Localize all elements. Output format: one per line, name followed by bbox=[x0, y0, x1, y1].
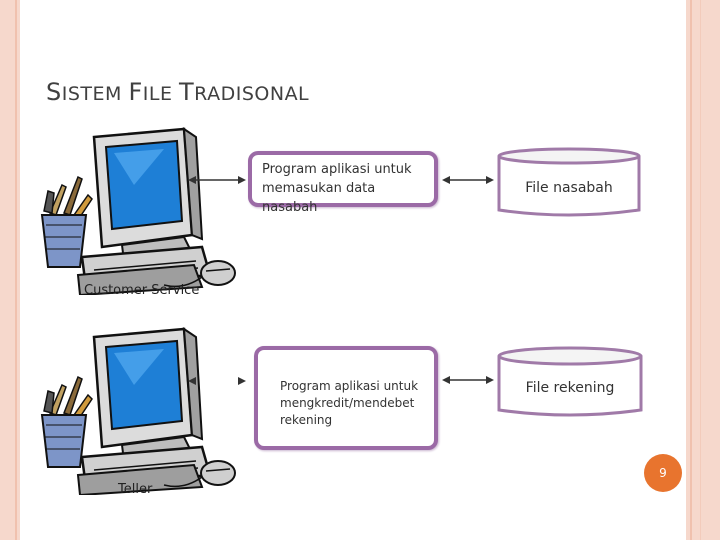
program-line: memasukan data nasabah bbox=[262, 181, 376, 215]
program-line: Program aplikasi untuk bbox=[280, 379, 419, 393]
program-line: mengkredit/mendebet bbox=[280, 396, 415, 410]
file-label: File rekening bbox=[525, 380, 615, 396]
file-nasabah-cylinder: File nasabah bbox=[496, 146, 642, 220]
file-rekening-cylinder: File rekening bbox=[496, 344, 644, 420]
page-number-badge: 9 bbox=[644, 454, 682, 492]
program-box-input-customer: Program aplikasi untuk memasukan data na… bbox=[248, 151, 438, 215]
double-arrow-icon bbox=[442, 376, 494, 384]
pen-cup-icon bbox=[40, 175, 93, 268]
mouse-icon bbox=[163, 460, 236, 488]
double-arrow-icon bbox=[188, 176, 246, 184]
title-word-2: FILE bbox=[128, 78, 179, 106]
customer-service-label: Customer Service bbox=[84, 283, 200, 298]
pen-cup-icon bbox=[40, 375, 93, 468]
database-icon bbox=[497, 346, 643, 417]
teller-label: Teller bbox=[118, 482, 153, 497]
slide-border-right bbox=[686, 0, 720, 540]
customer-service-computer-icon bbox=[40, 127, 236, 295]
teller-computer-icon bbox=[40, 327, 236, 495]
slide-border-left bbox=[0, 0, 20, 540]
file-label: File nasabah bbox=[525, 180, 613, 196]
double-arrow-icon bbox=[188, 377, 246, 385]
program-line: Program aplikasi untuk bbox=[262, 162, 412, 177]
slide-title: SISTEM FILE TRADISONAL bbox=[46, 78, 309, 106]
title-word-3: TRADISONAL bbox=[179, 78, 310, 106]
program-line: rekening bbox=[280, 413, 333, 427]
database-icon bbox=[497, 147, 641, 217]
program-box-credit-debit: Program aplikasi untuk mengkredit/mendeb… bbox=[254, 346, 438, 450]
mouse-icon bbox=[163, 260, 236, 288]
double-arrow-icon bbox=[442, 176, 494, 184]
title-word-1: SISTEM bbox=[46, 78, 129, 106]
